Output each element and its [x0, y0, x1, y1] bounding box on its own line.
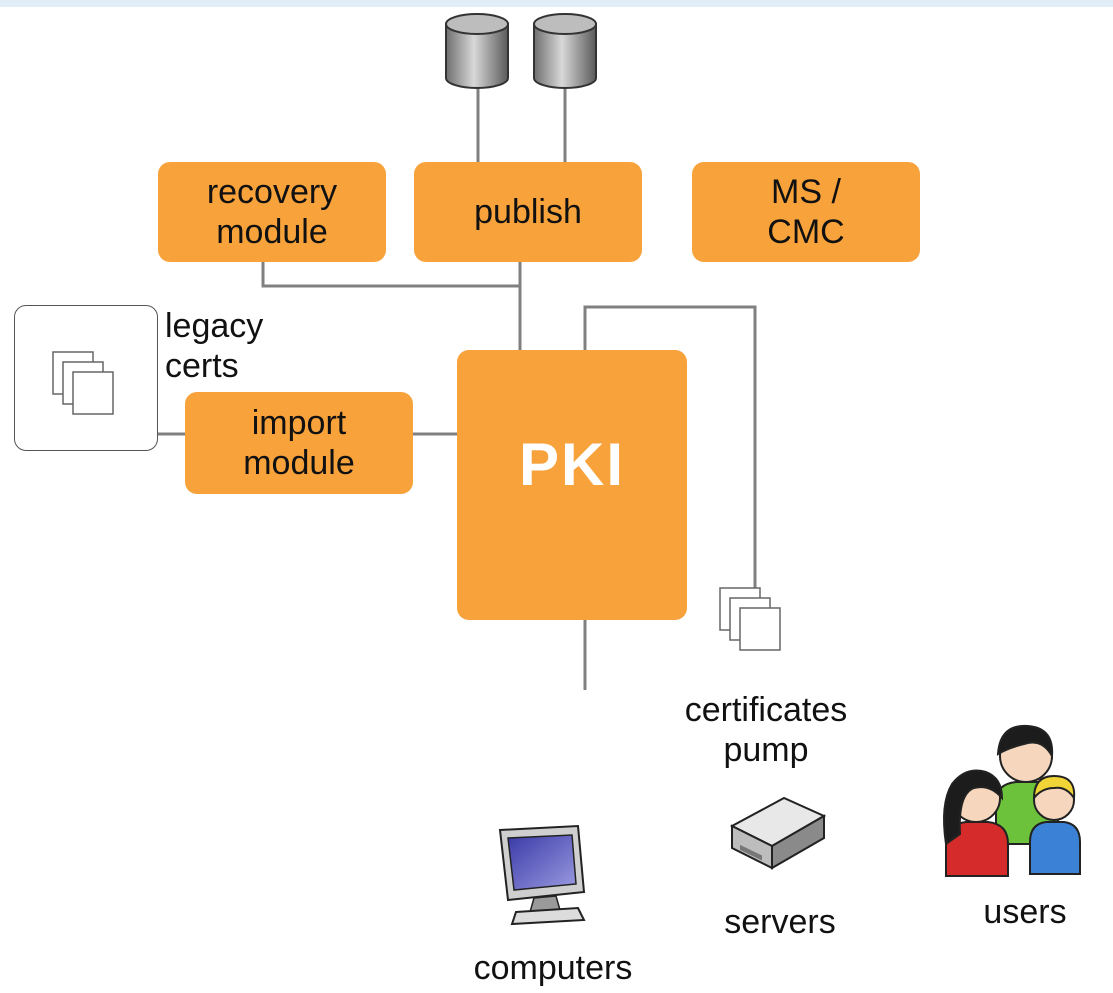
ms-cmc-box: MS / CMC: [692, 162, 920, 262]
certificates-stack-icon: [52, 351, 114, 415]
publish-label: publish: [474, 193, 582, 231]
ms-cmc-label: MS / CMC: [767, 173, 845, 251]
servers-label: servers: [724, 903, 836, 941]
recovery-module-box: recovery module: [158, 162, 386, 262]
users-label: users: [983, 893, 1067, 931]
computers-label: computers: [473, 949, 633, 987]
database-icon: [533, 13, 597, 89]
import-module-label: import module: [243, 404, 355, 482]
legacy-certs-container: [14, 305, 158, 451]
legacy-certs-label: legacy certs: [165, 307, 264, 385]
line-recovery-bus: [261, 262, 520, 288]
publish-box: publish: [414, 162, 642, 262]
computer-monitor-icon: [498, 824, 586, 926]
import-module-box: import module: [185, 392, 413, 494]
certificates-stack-icon: [719, 587, 781, 651]
database-icon: [445, 13, 509, 89]
line-pki-pump: [583, 305, 757, 588]
recovery-module-label: recovery module: [206, 173, 338, 251]
pki-label: PKI: [518, 431, 626, 498]
server-icon: [729, 796, 827, 870]
certificates-pump-label: certificates pump: [684, 691, 848, 769]
top-banner-strip: [0, 0, 1113, 7]
users-group-icon: [943, 724, 1081, 877]
pki-box: PKI: [457, 350, 687, 620]
